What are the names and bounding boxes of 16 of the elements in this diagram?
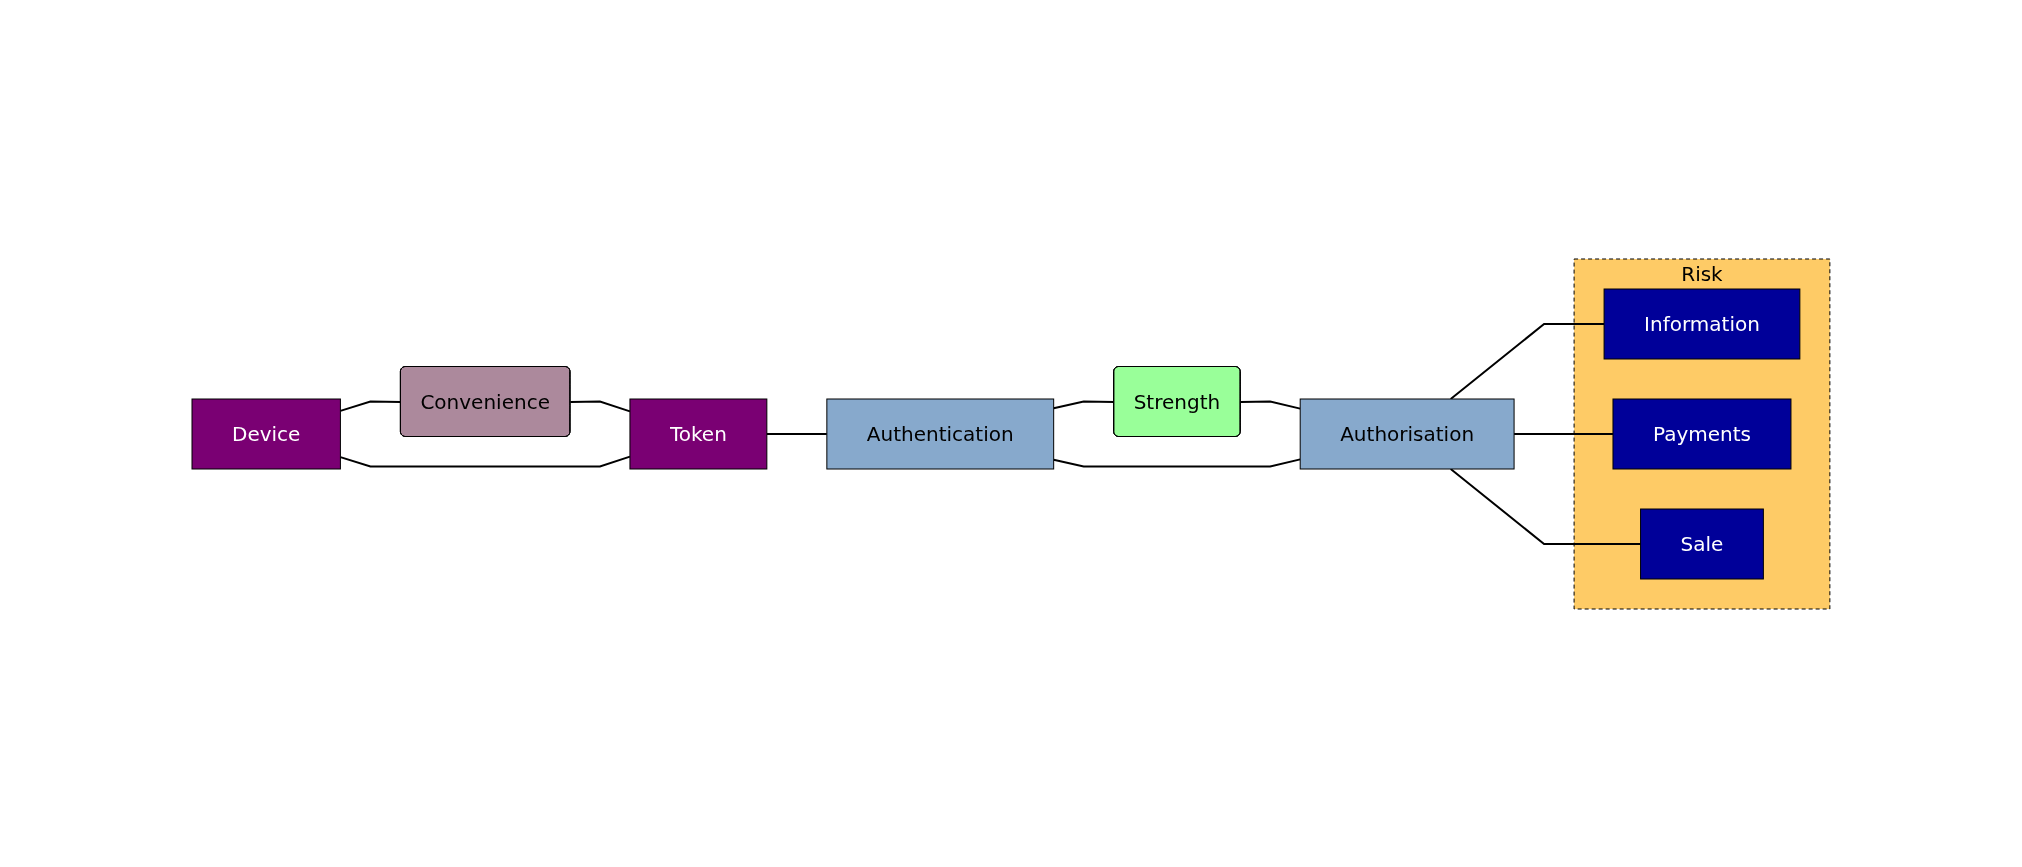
node-box: Token — [629, 398, 768, 469]
node-box: Device — [191, 398, 341, 469]
connector — [1052, 457, 1302, 467]
connector — [569, 400, 631, 412]
connector — [1513, 432, 1615, 435]
node-box: Payments — [1612, 398, 1792, 469]
node-box: Sale — [1640, 508, 1764, 579]
connector — [765, 432, 828, 435]
node-box: Authorisation — [1299, 398, 1515, 469]
connector — [339, 455, 631, 467]
connector — [1449, 467, 1642, 545]
connector — [1449, 322, 1606, 400]
node-box: Authentication — [826, 398, 1055, 469]
node-box: Information — [1603, 288, 1801, 359]
connector — [1239, 400, 1302, 410]
connector — [339, 400, 402, 412]
